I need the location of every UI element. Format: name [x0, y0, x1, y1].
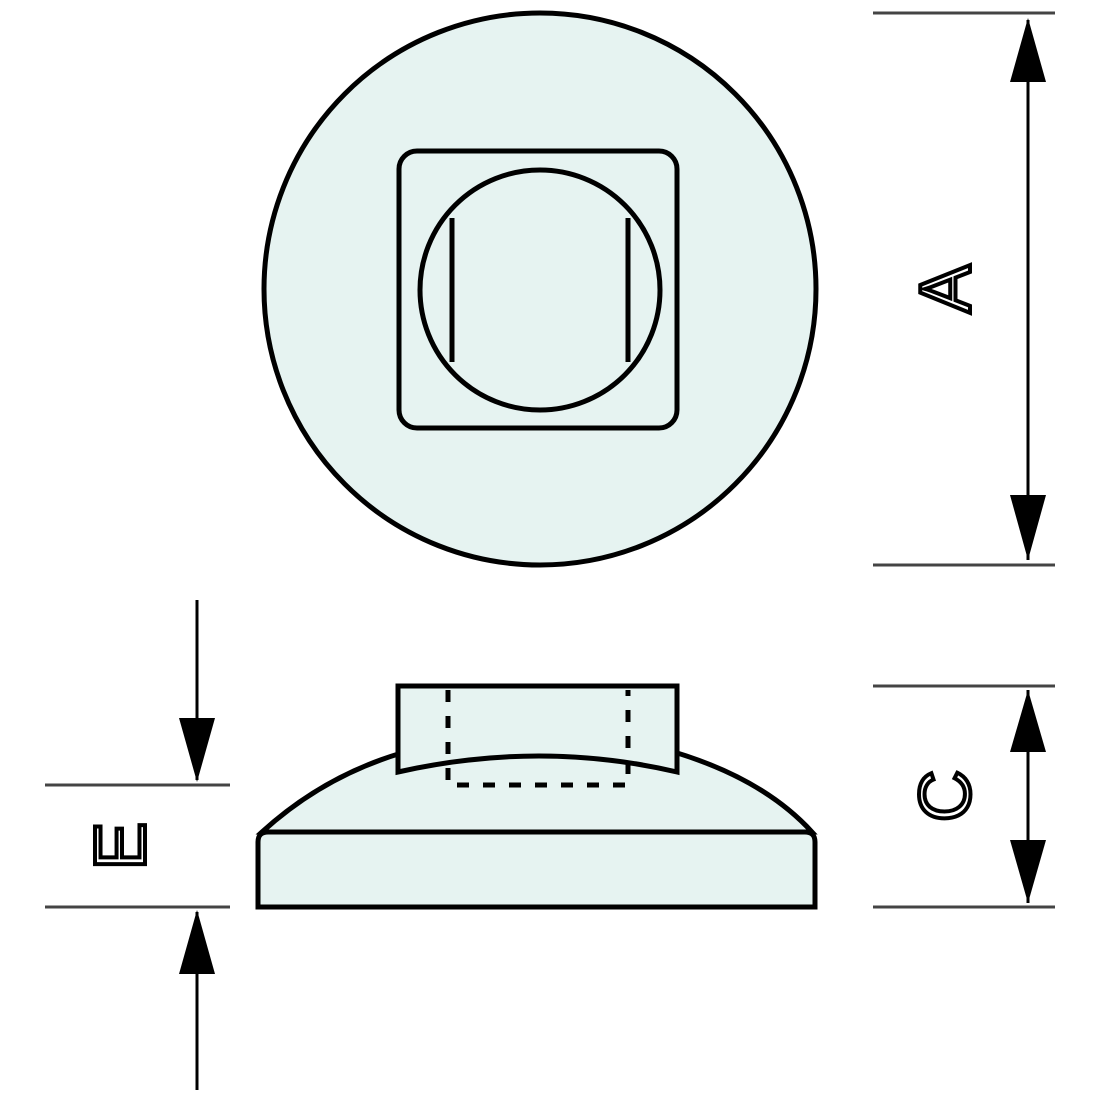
hidden-hole: [445, 690, 631, 788]
dimension-label-a: A: [906, 265, 986, 313]
arrow-down-icon: [1010, 840, 1046, 903]
dimension-a: A: [873, 11, 1055, 567]
arrow-up-icon: [179, 910, 215, 974]
dimension-c: C: [873, 684, 1055, 909]
base: [255, 829, 818, 910]
arrow-up-icon: [1010, 18, 1046, 82]
dimension-e: E: [45, 600, 230, 1090]
arrow-down-icon: [1010, 495, 1046, 560]
arrow-down-icon: [179, 718, 215, 782]
dimension-label-c: C: [906, 770, 986, 822]
dimension-label-e: E: [81, 822, 161, 870]
side-view: [255, 683, 818, 910]
top-view: [261, 10, 819, 568]
inner-circle: [417, 167, 663, 413]
arrow-up-icon: [1010, 690, 1046, 752]
boss: [395, 683, 680, 776]
